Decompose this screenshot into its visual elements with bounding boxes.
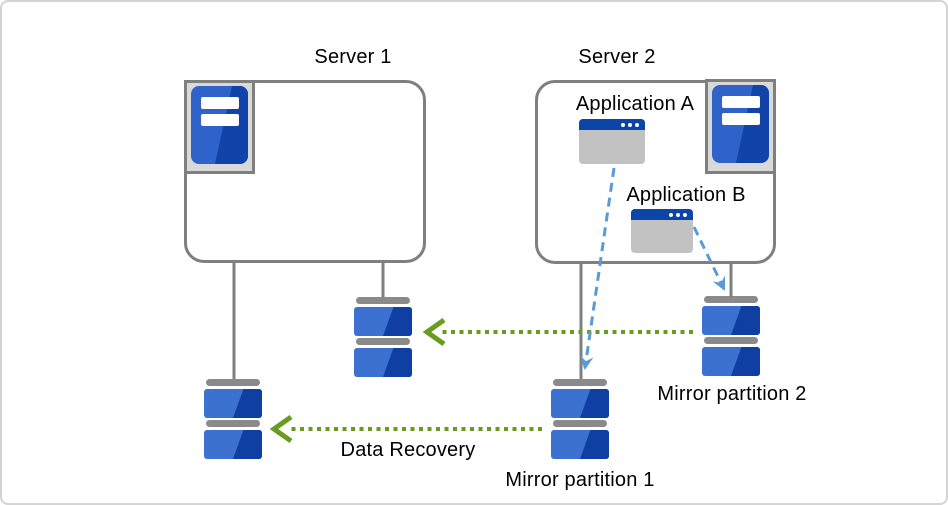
mirror-partition-2-label: Mirror partition 2: [657, 383, 807, 405]
tower-slot: [201, 97, 239, 109]
disk-platter: [551, 430, 609, 459]
mirror-partition-1-disk-icon: [551, 379, 609, 459]
server2-title: Server 2: [578, 46, 656, 68]
disk-platter: [204, 430, 262, 459]
mirror-sync-arrowhead-top: [422, 317, 446, 347]
server1-title: Server 1: [314, 46, 392, 68]
app-window-b-icon: [631, 209, 693, 253]
disk-bar: [356, 338, 410, 345]
mirror-partition-2-disk-icon: [702, 296, 760, 376]
disk-platter: [204, 389, 262, 418]
data-recovery-arrowhead: [269, 414, 293, 444]
disk-bar: [553, 420, 607, 427]
application-a-label: Application A: [575, 93, 695, 115]
disk-platter: [354, 348, 412, 377]
disk-platter: [702, 347, 760, 376]
server1-disk2-icon: [204, 379, 262, 459]
titlebar-dot: [621, 122, 625, 127]
disk-bar: [206, 420, 260, 427]
disk-cap: [206, 379, 260, 386]
app-window-titlebar: [579, 119, 645, 130]
application-b-label: Application B: [626, 184, 746, 206]
server1-tower-frame: [184, 80, 255, 174]
tower-slot: [722, 113, 760, 125]
titlebar-dot: [635, 122, 639, 127]
data-recovery-label: Data Recovery: [340, 439, 476, 461]
disk-cap: [704, 296, 758, 303]
tower-slot: [722, 96, 760, 108]
server2-tower-frame: [705, 79, 776, 174]
app-window-titlebar: [631, 209, 693, 220]
disk-platter: [354, 307, 412, 336]
app-window-a-icon: [579, 119, 645, 164]
mirror-partition-1-label: Mirror partition 1: [505, 469, 655, 491]
server-tower-icon: [191, 86, 248, 164]
disk-cap: [553, 379, 607, 386]
titlebar-dot: [683, 212, 687, 217]
disk-cap: [356, 297, 410, 304]
server-tower-icon: [712, 85, 769, 163]
titlebar-dot: [628, 122, 632, 127]
disk-platter: [702, 306, 760, 335]
server1-disk-icon: [354, 297, 412, 377]
disk-platter: [551, 389, 609, 418]
titlebar-dot: [669, 212, 673, 217]
tower-slot: [201, 114, 239, 126]
disk-bar: [704, 337, 758, 344]
titlebar-dot: [676, 212, 680, 217]
